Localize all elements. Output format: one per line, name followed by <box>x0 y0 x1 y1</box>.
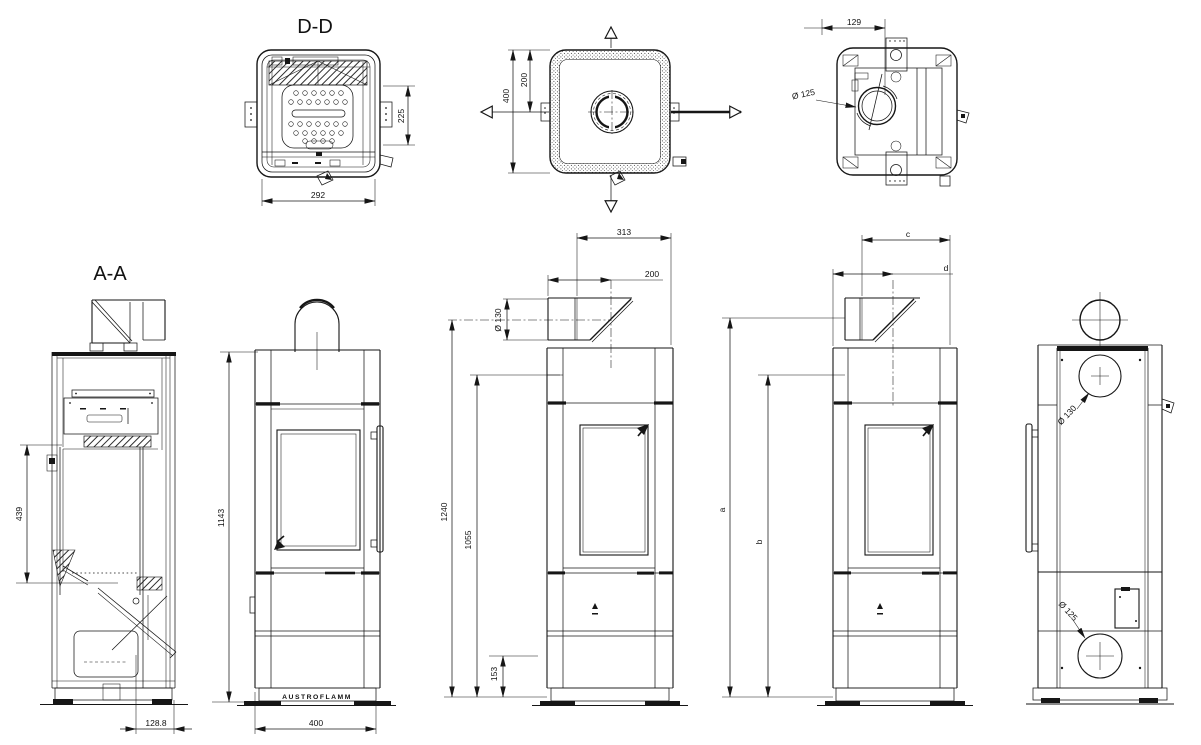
rear-air-inlet: Ø 125 <box>1057 599 1123 679</box>
dim-dia-125: Ø 125 <box>791 87 816 102</box>
side-dim-flue-dia: Ø 130 <box>493 298 548 341</box>
view-section-dd: D-D <box>244 16 415 206</box>
aa-grate-hatch <box>83 435 152 448</box>
view-plan-rear: 129 Ø 125 <box>791 17 970 187</box>
plan-handle <box>609 170 626 186</box>
dim-200: 200 <box>519 73 529 87</box>
dim-b: b <box>754 539 764 544</box>
section-dd-title: D-D <box>297 16 333 38</box>
lettered-flue-elbow <box>844 297 920 343</box>
front-pipe-dome <box>294 301 340 352</box>
dim-1143: 1143 <box>216 509 226 528</box>
front-door-open-arrow-icon <box>274 535 285 550</box>
side-door-open-arrow-icon <box>637 424 649 437</box>
dim-d: d <box>944 263 949 273</box>
side-vent-mark <box>592 603 598 615</box>
rear-plan-dim-offset: 129 <box>804 17 886 95</box>
dim-1055: 1055 <box>463 530 473 549</box>
dim-200: 200 <box>645 269 659 279</box>
dd-handle <box>316 170 334 186</box>
aa-dim-base-depth: 128.8 <box>120 655 192 734</box>
aa-dim-glass-height: 439 <box>14 444 118 584</box>
plan-left-tab <box>540 102 551 122</box>
aa-open-door <box>97 587 177 659</box>
rear-plan-dim-flue-dia: Ø 125 <box>791 87 857 108</box>
dd-dim-width: 292 <box>261 179 376 206</box>
dd-dim-depth: 225 <box>383 85 415 146</box>
dim-439: 439 <box>14 507 24 521</box>
plan-bracket <box>672 156 687 167</box>
side-dim-inlet-height: 153 <box>489 655 538 698</box>
section-aa-title: A-A <box>93 263 127 285</box>
dd-baffle-hatch <box>268 60 368 86</box>
view-section-aa: A-A <box>14 263 192 734</box>
rear-handle <box>1025 423 1039 553</box>
aa-baffle <box>63 389 159 435</box>
dim-1240: 1240 <box>439 502 449 521</box>
front-dim-height: 1143 <box>212 351 258 703</box>
side-flue-elbow <box>547 297 634 343</box>
corner-cleats <box>842 54 952 169</box>
side-dim-top-depth: 313 <box>576 227 672 345</box>
rear-plan-flue-opening <box>851 72 898 131</box>
lettered-dim-c: c <box>861 229 951 345</box>
dd-left-tab <box>244 101 258 128</box>
brand-label: AUSTROFLAMM <box>282 694 352 701</box>
plan-dim-flue-offset: 200 <box>519 49 533 113</box>
view-front: AUSTROFLAMM 1143 400 <box>212 298 396 734</box>
rear-spacer-bracket <box>1161 398 1175 414</box>
plan-dim-height: 400 <box>501 49 550 174</box>
view-plan-center: 400 200 <box>479 25 743 214</box>
dim-292: 292 <box>311 190 325 200</box>
dd-side-bracket <box>379 154 394 168</box>
front-hinge <box>249 596 256 614</box>
dim-129: 129 <box>847 17 861 27</box>
rear-plan-bracket <box>956 109 970 124</box>
aa-floor-hatch <box>52 549 76 588</box>
lettered-door-open-arrow-icon <box>922 424 934 437</box>
lettered-vent-mark <box>877 603 883 615</box>
insulation-band <box>550 50 670 173</box>
dim-dia-130-rear: Ø 130 <box>1055 403 1078 427</box>
dim-225: 225 <box>396 109 406 123</box>
dd-perforated-plate <box>281 84 354 149</box>
dim-400: 400 <box>501 89 511 103</box>
aa-ash-box <box>73 630 139 678</box>
rear-flue-knockout: Ø 130 <box>1055 354 1122 427</box>
view-side-lettered: c d a b <box>717 229 973 707</box>
dim-400: 400 <box>309 718 323 728</box>
dim-a: a <box>717 507 727 512</box>
front-dim-width: 400 <box>254 692 377 734</box>
lettered-door-glass <box>864 424 934 556</box>
dim-c: c <box>906 229 911 239</box>
view-rear: Ø 130 Ø 125 <box>1025 292 1175 705</box>
flue-collar <box>588 90 636 134</box>
aa-flue-elbow <box>89 299 166 352</box>
dim-dia-130: Ø 130 <box>493 308 503 331</box>
front-door-glass <box>276 429 361 551</box>
dd-right-tab <box>379 101 393 128</box>
lettered-dim-d: d <box>832 263 953 346</box>
view-side-dimensioned: 313 200 Ø 130 1240 1055 153 <box>439 227 688 707</box>
dim-128-8: 128.8 <box>145 718 167 728</box>
rear-junction-box <box>1114 587 1140 629</box>
rear-plan-bottom-tab <box>885 151 908 186</box>
front-door-handle <box>370 425 384 553</box>
side-dim-upper-height: 1055 <box>463 374 560 698</box>
lettered-dim-b: b <box>754 374 845 698</box>
plan-right-tab <box>669 102 680 122</box>
rear-plan-foot <box>939 175 951 187</box>
rear-plan-top-tab <box>885 37 908 72</box>
lettered-dim-a: a <box>717 317 845 698</box>
dim-313: 313 <box>617 227 631 237</box>
dim-153: 153 <box>489 667 499 681</box>
side-door-glass <box>579 424 649 556</box>
side-dim-total-height: 1240 <box>439 319 455 698</box>
side-dim-flue-offset: 200 <box>547 269 663 296</box>
